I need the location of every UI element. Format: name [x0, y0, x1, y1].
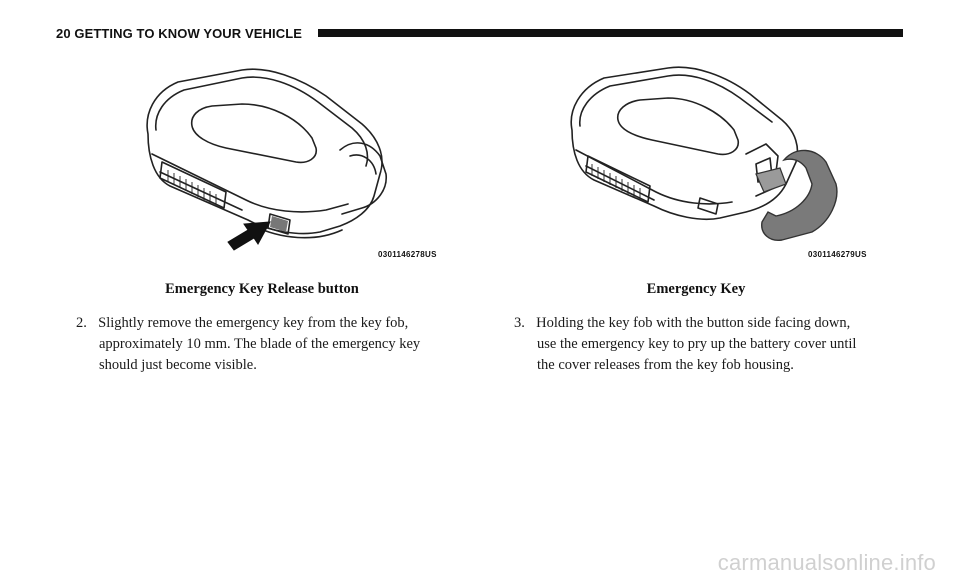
figure-code: 0301146279US [808, 250, 867, 259]
step-line: the cover releases from the key fob hous… [537, 357, 794, 373]
page-header-title: 20 GETTING TO KNOW YOUR VEHICLE [56, 26, 303, 41]
header-rule [318, 29, 903, 37]
step-line: should just become visible. [99, 357, 257, 373]
step-line: Slightly remove the emergency key from t… [98, 315, 409, 331]
figure-emergency-key: 0301146279US [560, 64, 890, 268]
figure-caption: Emergency Key Release button [165, 281, 359, 297]
watermark: carmanualsonline.info [717, 550, 936, 575]
page-header: 20 GETTING TO KNOW YOUR VEHICLE [0, 26, 960, 42]
key-fob-illustration [146, 68, 387, 251]
figure-emergency-key-release-button: 0301146278US [130, 64, 450, 268]
figure-caption: Emergency Key [646, 281, 746, 297]
step-line: Holding the key fob with the button side… [536, 315, 851, 331]
instruction-step: 2. Slightly remove the emergency key fro… [56, 313, 466, 379]
step-number: 2. [76, 315, 87, 331]
step-line: use the emergency key to pry up the batt… [537, 336, 857, 352]
arrow-icon [227, 221, 271, 251]
figure-code: 0301146278US [378, 250, 437, 259]
step-line: approximately 10 mm. The blade of the em… [99, 336, 421, 352]
key-fob-with-key-illustration [570, 66, 838, 241]
instruction-step: 3. Holding the key fob with the button s… [494, 313, 904, 379]
step-number: 3. [514, 315, 525, 331]
